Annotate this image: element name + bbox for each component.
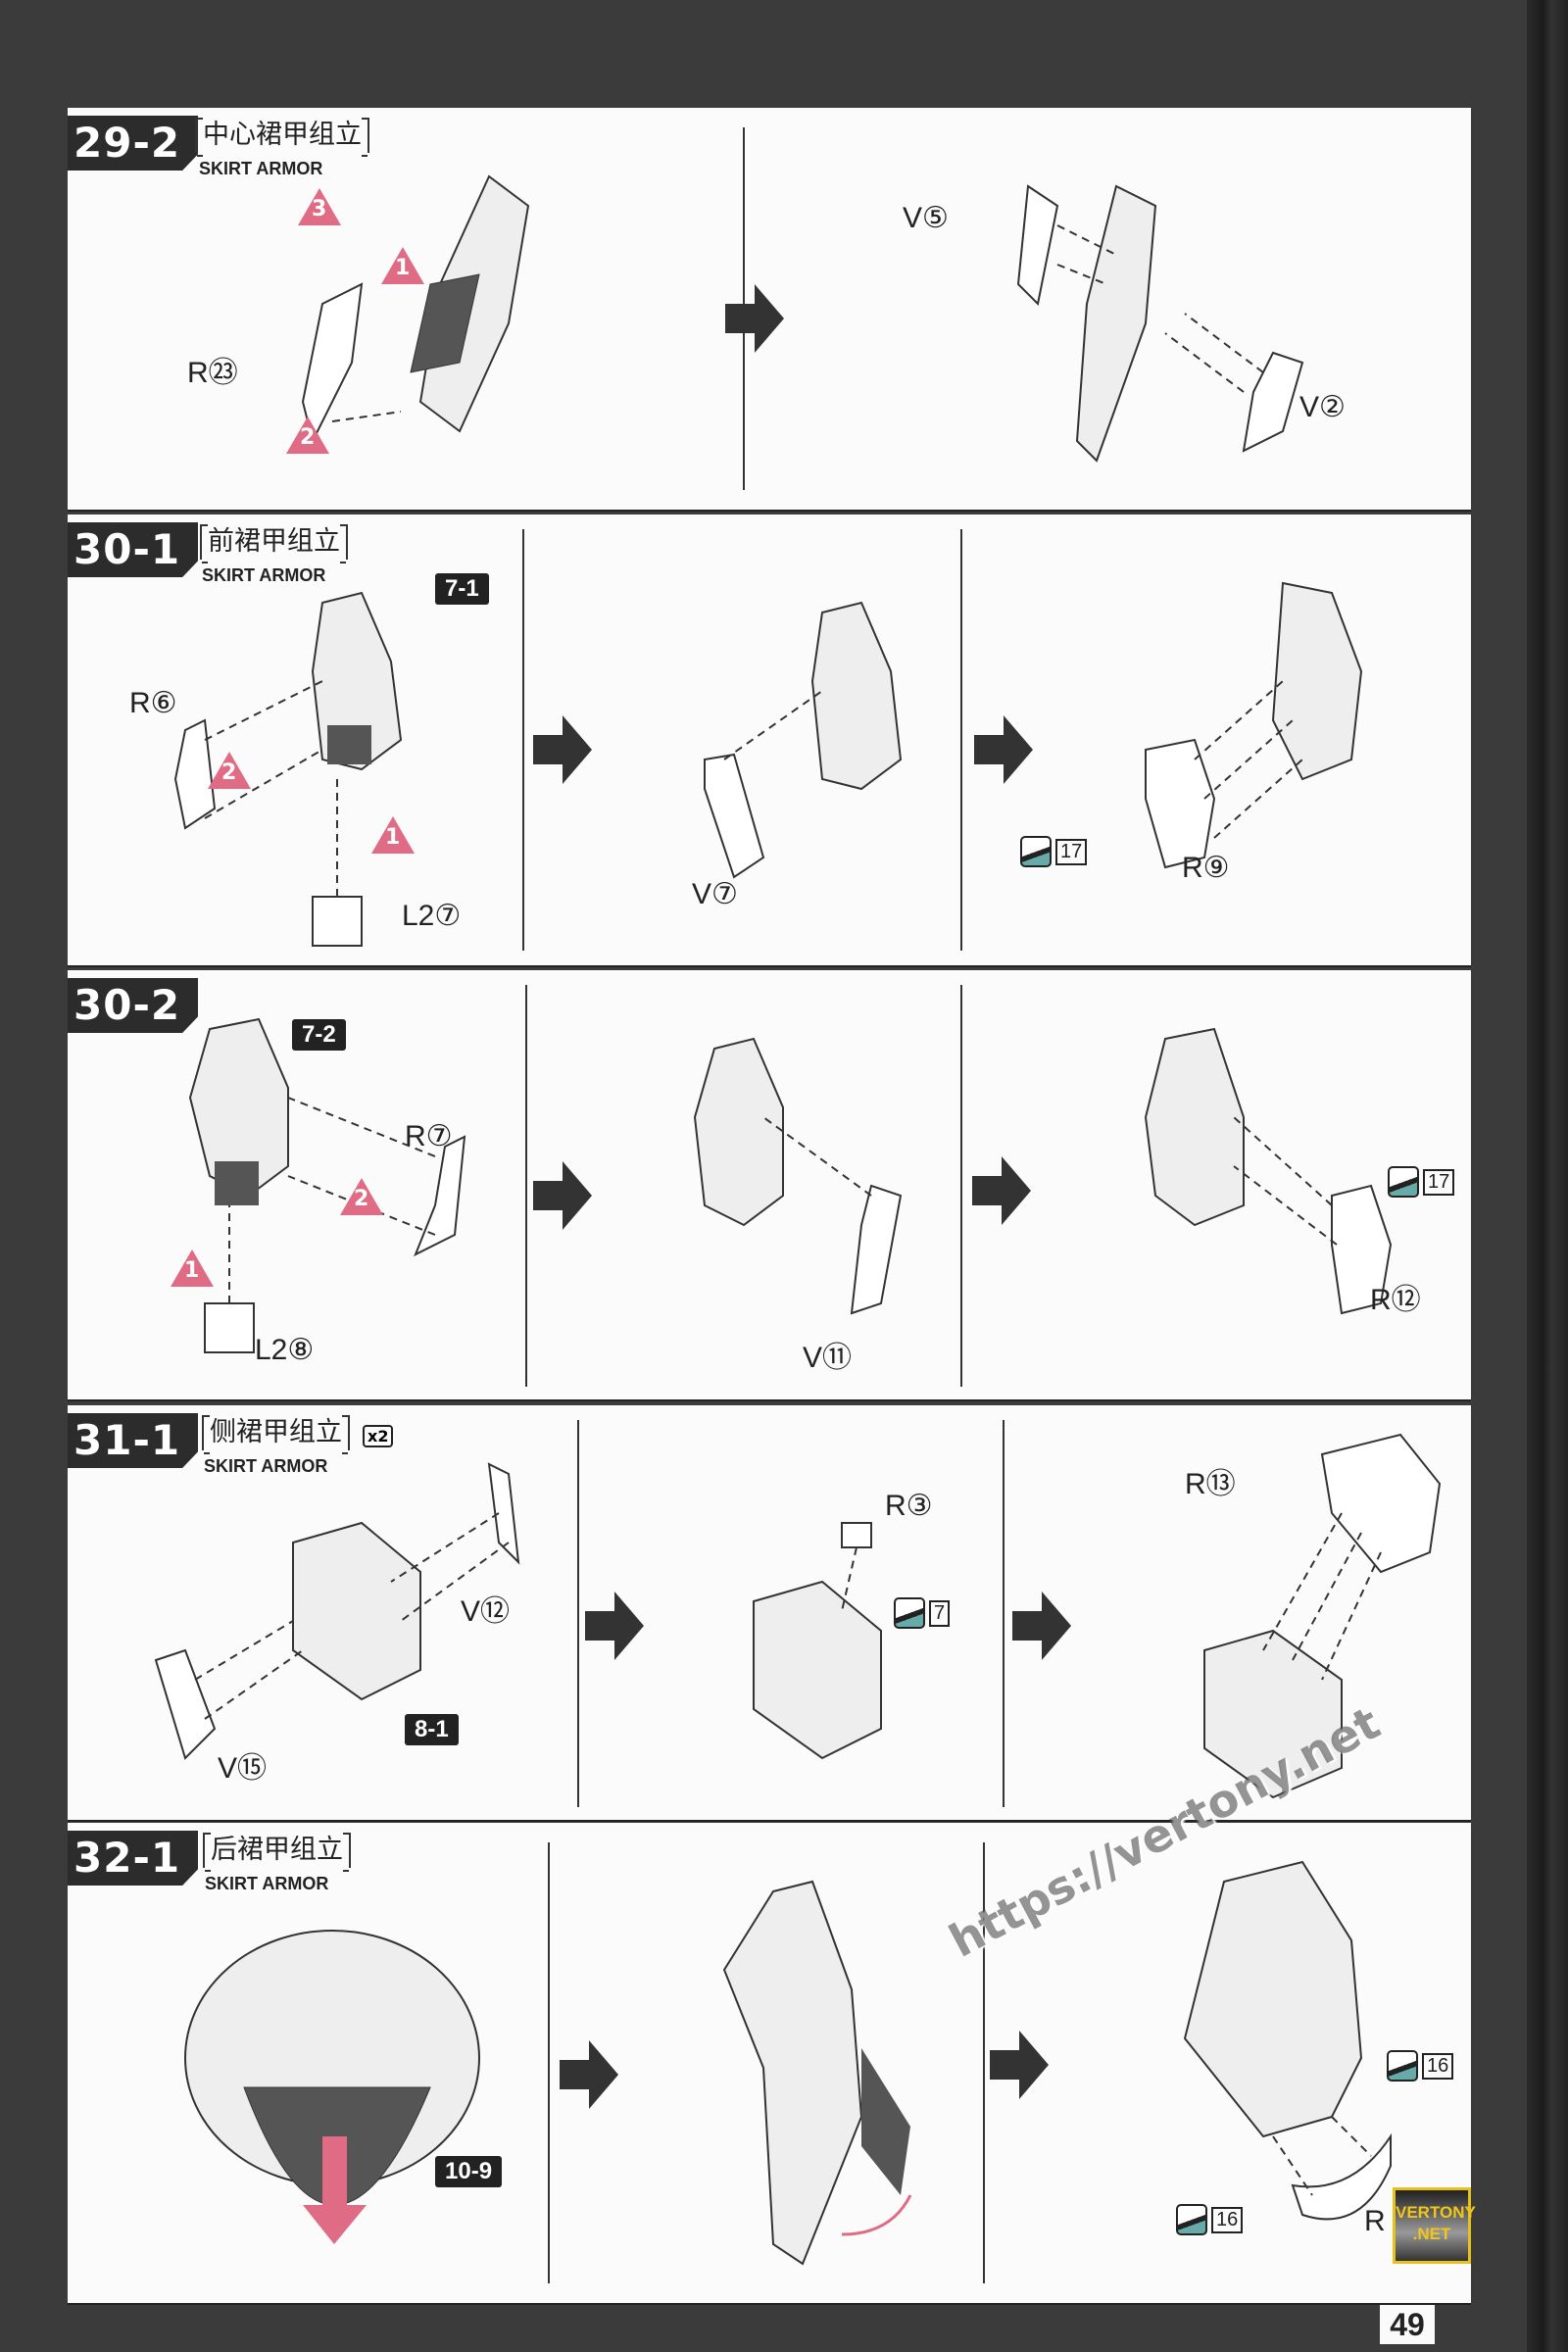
part-label: R⑫ — [1370, 1284, 1421, 1316]
divider — [960, 529, 962, 951]
step-title-cn: 中心裙甲组立 — [195, 118, 369, 157]
step-title-en: SKIRT ARMOR — [205, 1874, 329, 1893]
arrow-right-icon — [533, 1161, 592, 1230]
part-label: R⑥ — [129, 687, 177, 719]
step-number: 32-1 — [68, 1831, 199, 1886]
part-drawing — [1145, 581, 1363, 869]
tool-ref: 16 — [1387, 2050, 1454, 2082]
step-30-1: 30-1 前裙甲组立 SKIRT ARMOR 7-1 R⑥ L2⑦ 2 1 V⑦… — [68, 514, 1471, 967]
step-number: 31-1 — [68, 1413, 199, 1468]
arrow-right-icon — [725, 284, 784, 353]
part-label: R⑬ — [1185, 1468, 1236, 1500]
step-number: 29-2 — [68, 116, 199, 171]
divider — [525, 985, 527, 1387]
page-number: 49 — [1380, 2305, 1435, 2344]
order-marker: 1 — [381, 247, 424, 284]
arrow-right-icon — [585, 1592, 644, 1660]
step-title-en: SKIRT ARMOR — [202, 565, 326, 585]
order-marker: 2 — [340, 1178, 383, 1215]
reference-badge: 8-1 — [405, 1714, 459, 1745]
nipper-icon — [1387, 2050, 1418, 2082]
part-drawing — [753, 1522, 882, 1760]
divider — [983, 1842, 985, 2283]
part-drawing — [154, 1462, 520, 1760]
divider — [522, 529, 524, 951]
reference-badge: 7-1 — [435, 573, 489, 605]
part-drawing — [1144, 1027, 1393, 1315]
reference-badge: 10-9 — [435, 2156, 503, 2187]
part-drawing — [184, 1930, 480, 2244]
nipper-icon — [1388, 1166, 1419, 1198]
tool-ref: 16 — [1176, 2204, 1244, 2235]
step-title-en: SKIRT ARMOR — [199, 159, 323, 178]
part-label: V⑦ — [692, 878, 738, 910]
step-title-en: SKIRT ARMOR — [204, 1456, 328, 1476]
arrow-right-icon — [533, 715, 592, 784]
divider — [960, 985, 962, 1387]
step-30-2: 30-2 7-2 R⑦ L2⑧ 2 1 V⑪ 17 R⑫ — [68, 970, 1471, 1401]
part-drawing — [173, 591, 403, 947]
part-drawing — [301, 174, 530, 444]
part-label: V⑤ — [903, 202, 949, 234]
order-marker: 1 — [171, 1250, 214, 1287]
part-label: R — [1364, 2205, 1386, 2237]
arrow-right-icon — [990, 2031, 1049, 2099]
vertony-logo: VERTONY.NET — [1393, 2187, 1476, 2264]
part-label: L2⑦ — [402, 900, 462, 932]
tool-ref: 17 — [1388, 1166, 1455, 1198]
part-label: V⑫ — [461, 1595, 511, 1628]
part-drawing — [1016, 184, 1304, 463]
order-marker: 2 — [286, 416, 329, 454]
part-drawing — [1183, 1860, 1392, 2221]
step-number: 30-2 — [68, 978, 199, 1033]
divider — [1003, 1420, 1004, 1807]
part-drawing — [693, 1037, 903, 1315]
nipper-icon — [1176, 2204, 1207, 2235]
part-label: R⑨ — [1182, 852, 1230, 884]
part-label: V② — [1299, 391, 1346, 423]
part-drawing — [704, 601, 903, 879]
step-title-cn: 前裙甲组立 — [200, 524, 348, 564]
part-drawing — [1203, 1433, 1442, 1799]
quantity-badge: x2 — [363, 1425, 394, 1447]
part-label: L2⑧ — [255, 1334, 315, 1366]
step-29-2: 29-2 中心裙甲组立 SKIRT ARMOR R㉓ 3 1 2 V⑤ V② — [68, 108, 1471, 512]
reference-badge: 7-2 — [292, 1019, 346, 1051]
part-label: R㉓ — [187, 357, 238, 389]
order-marker: 2 — [208, 752, 251, 789]
arrow-right-icon — [1012, 1592, 1071, 1660]
step-title-cn: 后裙甲组立 — [203, 1833, 351, 1872]
step-number: 30-1 — [68, 522, 199, 577]
nipper-icon — [1020, 836, 1052, 867]
arrow-right-icon — [560, 2040, 618, 2109]
part-label: R③ — [885, 1490, 933, 1522]
step-title-cn: 侧裙甲组立 — [202, 1415, 350, 1454]
nipper-icon — [894, 1597, 925, 1629]
tool-ref: 7 — [894, 1597, 951, 1629]
part-drawing — [188, 1017, 466, 1353]
divider — [577, 1420, 579, 1807]
tool-ref: 17 — [1020, 836, 1088, 867]
page-edge — [1527, 0, 1568, 2352]
part-drawing — [722, 1880, 912, 2266]
divider — [548, 1842, 550, 2283]
order-marker: 3 — [298, 188, 341, 225]
step-31-1: 31-1 侧裙甲组立 x2 SKIRT ARMOR V⑫ 8-1 V⑮ R③ 7… — [68, 1405, 1471, 1822]
arrow-right-icon — [974, 715, 1033, 784]
step-32-1: 32-1 后裙甲组立 SKIRT ARMOR 10-9 16 16 R — [68, 1823, 1471, 2305]
part-label: R⑦ — [405, 1120, 453, 1152]
part-label: V⑪ — [803, 1342, 853, 1374]
order-marker: 1 — [371, 816, 415, 854]
part-label: V⑮ — [218, 1752, 268, 1785]
arrow-right-icon — [972, 1156, 1031, 1225]
